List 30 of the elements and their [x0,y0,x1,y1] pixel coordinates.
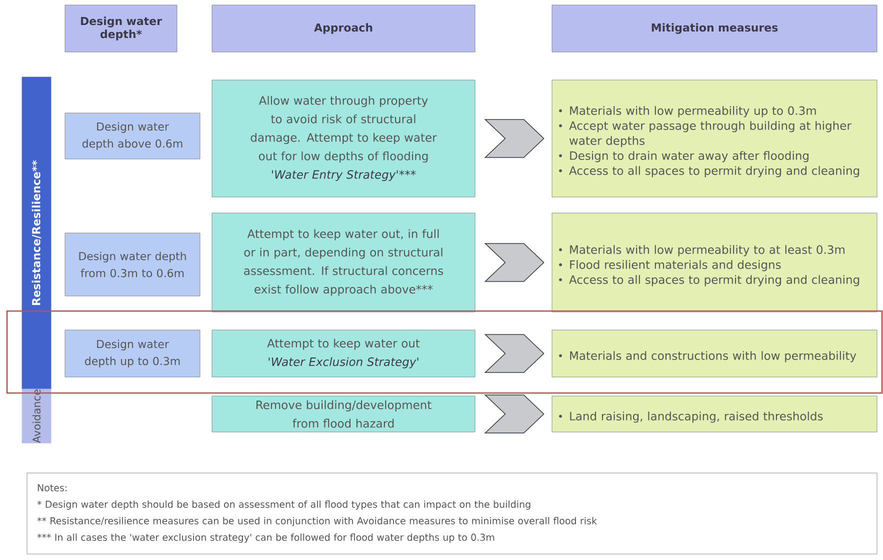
measures-box [552,80,878,198]
bullet-item: Materials with low permeability to at least 0.3m [559,245,844,256]
bullet-item: Access to all spaces to permit drying and cleaning [559,275,860,286]
depth-box: Design water depth from 0.3m to 0.6m [64,232,200,296]
column-header: Design water depth* [64,4,178,52]
bullet-item: Accept water passage through building at higher water depths [559,121,852,148]
column-header: Approach [212,4,476,52]
depth-box: Design water depth above 0.6m [64,112,200,160]
chevron-arrow [484,119,544,158]
measures-box [552,330,878,378]
chevron-arrow [484,334,544,373]
bullet-item: Flood resilient materials and designs [559,260,781,272]
bullet-item: Land raising, landscaping, raised thresholds [559,412,823,423]
chevron-arrow [484,243,544,282]
measures-box [552,396,878,432]
column-header: Mitigation measures [552,4,878,52]
bullet-item: Design to drain water away after flooding [559,151,808,162]
approach-box: Attempt to keep water out, in full or in part, depending on structural assessment. If structural concerns exist follow approach above*** [212,212,476,312]
category-band: Avoidance [22,388,52,444]
chevron-arrow [484,394,544,434]
approach-box: Attempt to keep water out 'Water Exclusion Strategy' [212,330,476,378]
approach-box: Allow water through property to avoid risk of structural damage. Attempt to keep water out for low depths of flooding 'Water Entry Strategy'*** [212,80,476,198]
category-band: Resistance/Resilience** [22,76,52,390]
depth-box: Design water depth up to 0.3m [64,330,200,378]
bullet-item: Materials and constructions with low permeability [559,351,856,362]
bullet-item: Materials with low permeability up to 0.3m [559,106,816,118]
measures-box [552,212,878,312]
approach-box: Remove building/development from flood hazard [212,396,476,432]
bullet-item: Access to all spaces to permit drying and cleaning [559,166,860,178]
notes-box: Notes: * Design water depth should be based on assessment of all flood types that can impact on the building ** Resistance/resilience measures can be used in conjunction with Avoidance measures to minimise overall flood risk *** In all cases the 'water exclusion strategy' can be followed for flood water depths up to 0.3m [26,472,878,554]
